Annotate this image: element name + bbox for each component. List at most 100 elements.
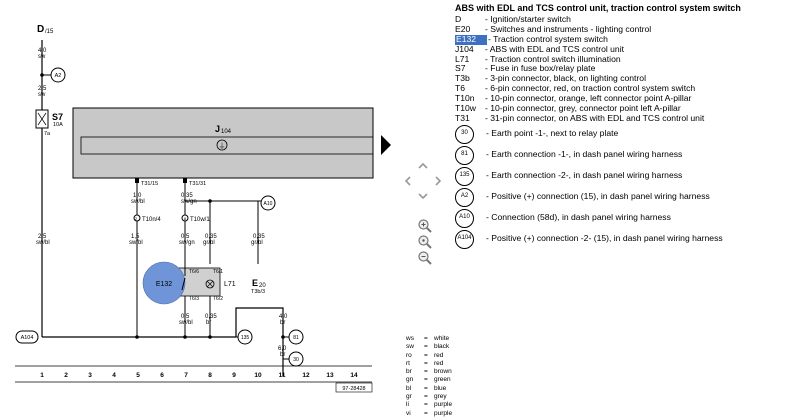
- connector-circle: A104: [455, 229, 474, 249]
- zoom-out-icon[interactable]: [417, 250, 433, 266]
- legend-item[interactable]: L71 - Traction control switch illuminatio…: [455, 53, 800, 65]
- legend-desc: - Traction control system switch: [488, 33, 608, 44]
- e132-switch-highlight: [142, 261, 186, 305]
- pan-navigator[interactable]: [402, 160, 444, 202]
- legend-item[interactable]: E20- Switches and instruments - lighting…: [455, 24, 800, 35]
- wire-w3-color: sw/bl: [36, 240, 50, 246]
- wire-w6-color: sw/gn: [181, 199, 197, 205]
- wire-w5-color: sw/bl: [129, 240, 143, 246]
- legend-desc: - 31-pin connector, on ABS with EDL and …: [485, 112, 705, 123]
- legend-desc: - Positive (+) connection -2- (15), in d…: [486, 233, 723, 244]
- legend-code: S7: [455, 63, 466, 74]
- reference-number: 97-28428: [342, 386, 365, 392]
- legend-connector-item[interactable]: 30- Earth point -1-, next to relay plate: [455, 124, 800, 145]
- axis-number: 8: [208, 372, 212, 379]
- connector-135-label: 135: [241, 335, 250, 341]
- legend-code: T10w: [455, 103, 477, 114]
- legend-item[interactable]: T10w- 10-pin connector, grey, connector …: [455, 103, 800, 114]
- pan-left-icon: [404, 176, 411, 186]
- legend-desc: - Earth connection -1-, in dash panel wi…: [486, 149, 683, 160]
- legend-desc: - Earth point -1-, next to relay plate: [486, 128, 619, 139]
- legend-item[interactable]: S7- Fuse in fuse box/relay plate: [455, 64, 800, 74]
- pan-right-icon: [435, 176, 442, 186]
- color-key-row: ro=red: [406, 351, 444, 359]
- connector-circle: 135: [455, 166, 474, 186]
- j104-sub: 104: [221, 129, 232, 135]
- pin-t6-6: T6/6: [189, 269, 199, 275]
- axis-number: 11: [279, 372, 286, 379]
- pin-t10n-4: T10n/4: [142, 217, 161, 223]
- legend-item[interactable]: T3b- 3-pin connector, black, on lighting…: [455, 73, 800, 84]
- fuse-s7-pin: 7a: [44, 131, 51, 137]
- axis-number: 4: [112, 372, 116, 379]
- pan-up-icon: [418, 162, 428, 169]
- pin-t6-1: T6/1: [213, 269, 223, 275]
- wire-w7-color: sw/gn: [179, 240, 195, 246]
- wire-w4-size: 1,0: [133, 193, 142, 199]
- legend-item[interactable]: D- Ignition/starter switch: [455, 14, 800, 25]
- next-page-arrow[interactable]: [380, 134, 392, 156]
- legend-item[interactable]: T31- 31-pin connector, on ABS with EDL a…: [455, 112, 800, 124]
- wire-w2-color: sw: [38, 92, 46, 98]
- connector-81-label: 81: [293, 335, 299, 341]
- legend-connector-item[interactable]: A10- Connection (58d), in dash panel wir…: [455, 208, 800, 229]
- e20-label: E: [252, 278, 258, 288]
- wire-w11-size: 0,35: [205, 314, 217, 320]
- legend-connector-item[interactable]: A104 - Positive (+) connection -2- (15), …: [455, 229, 800, 250]
- component-legend: ABS with EDL and TCS control unit, tract…: [455, 3, 800, 250]
- connector-a2-label: A2: [55, 73, 62, 79]
- zoom-reset-icon[interactable]: [417, 234, 433, 250]
- pan-down-icon: [418, 193, 428, 200]
- color-key-row: bl=blue: [406, 384, 447, 392]
- color-key-row: vi=purple: [406, 409, 453, 417]
- legend-desc: - ABS with EDL and TCS control unit: [485, 43, 624, 54]
- color-key-row: br=brown: [406, 368, 452, 376]
- legend-connector-item[interactable]: 81- Earth connection -1-, in dash panel …: [455, 145, 800, 166]
- legend-item[interactable]: T10n- 10-pin connector, orange, left con…: [455, 93, 800, 104]
- wire-w13-color: br: [280, 352, 285, 358]
- axis-number: 12: [302, 372, 310, 379]
- legend-code: T3b: [455, 73, 470, 84]
- color-key-row: rt=red: [406, 359, 444, 367]
- legend-code: J104: [455, 43, 474, 54]
- terminal-d-label: D: [37, 24, 44, 35]
- zoom-in-icon[interactable]: [417, 218, 433, 234]
- fuse-s7-label: S7: [52, 112, 63, 122]
- wire-color-key: ws=white sw=black ro=red rt=red br=brown…: [406, 335, 452, 418]
- pin-number-8: 8: [184, 216, 187, 221]
- legend-code: L71: [455, 53, 470, 64]
- pin-t6-3: T6/3: [189, 296, 199, 302]
- wire-w5-size: 1,5: [131, 234, 140, 240]
- connector-circle: A2: [455, 187, 474, 207]
- legend-connector-item[interactable]: A2- Positive (+) connection (15), in das…: [455, 187, 800, 208]
- connector-81: [288, 329, 304, 345]
- axis-number: 3: [88, 372, 92, 379]
- legend-code: T6: [455, 83, 466, 94]
- ground-icon: ⏚: [219, 142, 226, 150]
- axis-number: 6: [160, 372, 164, 379]
- axis-number: 9: [232, 372, 236, 379]
- l71-label: L71: [224, 281, 236, 288]
- legend-item-selected[interactable]: E132- Traction control system switch: [455, 33, 800, 45]
- legend-desc: - Traction control switch illumination: [485, 53, 621, 64]
- terminal-d-sub: /15: [45, 29, 54, 35]
- wire-w1-color: sw: [38, 54, 46, 60]
- pin-number-2: 2: [135, 216, 138, 221]
- wire-w9-size: 0,35: [253, 234, 265, 240]
- legend-title: ABS with EDL and TCS control unit, tract…: [455, 3, 741, 13]
- pin-t10w-1: T10w/1: [190, 217, 210, 223]
- legend-desc: - Connection (58d), in dash panel wiring…: [486, 212, 671, 223]
- axis-number: 7: [184, 372, 188, 379]
- e20-pin: T3b/3: [251, 289, 265, 295]
- pin-t31-15: T31/15: [141, 181, 158, 187]
- axis-number: 1: [40, 372, 44, 379]
- legend-item[interactable]: T6- 6-pin connector, red, on traction co…: [455, 83, 800, 94]
- wire-w3-size: 2,5: [38, 234, 47, 240]
- legend-connector-item[interactable]: 135- Earth connection -2-, in dash panel…: [455, 166, 800, 187]
- legend-item[interactable]: J104 - ABS with EDL and TCS control unit: [455, 43, 800, 55]
- pin-t6-2: T6/2: [213, 296, 223, 302]
- wire-w13-size: 6,0: [278, 346, 287, 352]
- color-key-row: ws=white: [406, 335, 450, 342]
- wire-w11-color: br: [206, 320, 211, 326]
- connector-a10: [260, 195, 276, 211]
